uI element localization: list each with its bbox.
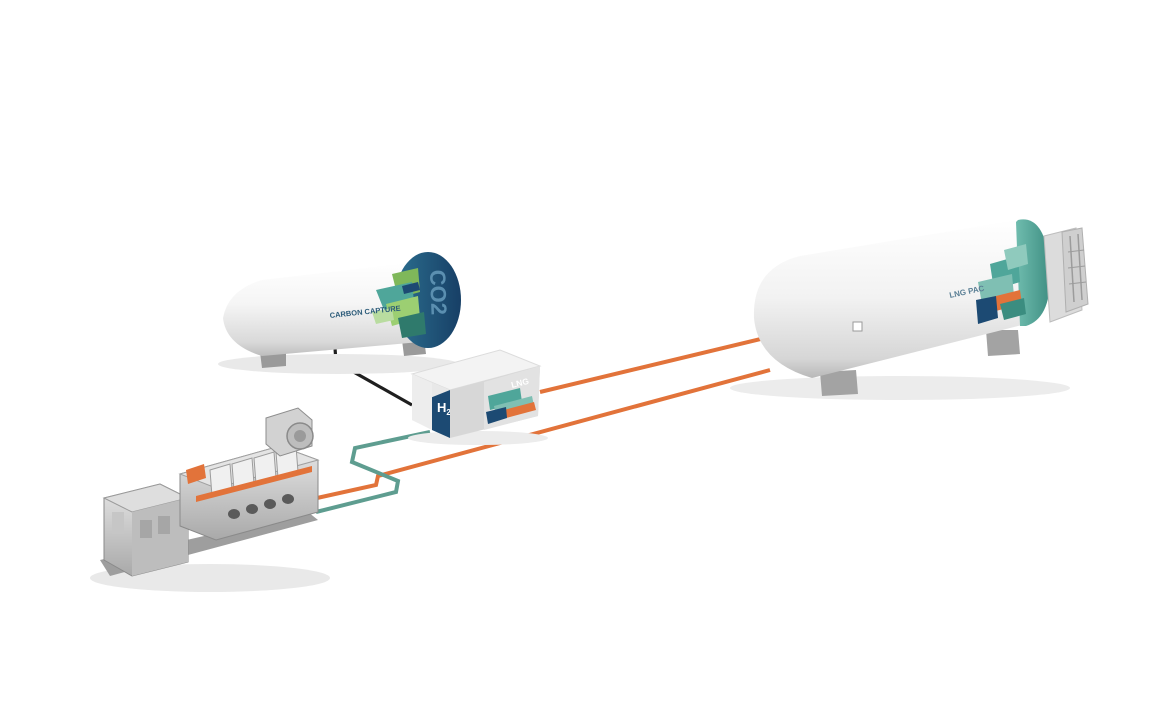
pipe-network: [307, 336, 771, 514]
lng-pac-coldbox: [1043, 227, 1089, 323]
turbocharger: [265, 407, 314, 457]
co2-label: CO2: [425, 269, 452, 315]
h2-label: H2: [437, 400, 451, 417]
h2-pipe: [315, 430, 431, 514]
fuel-pipe-lower: [307, 368, 771, 502]
lng-pac-tank: LNG PAC: [730, 218, 1089, 400]
fuel-conditioning-box: H2 LNG: [408, 349, 548, 445]
carbon-capture-tank: CARBON CAPTURE CO2: [218, 252, 461, 374]
carbon-capture-graphic: [372, 268, 426, 338]
lng-pac-graphic: [976, 244, 1028, 324]
cylinder-heads: [209, 445, 299, 497]
lng-box-label: LNG: [510, 376, 530, 390]
engine-generator-set: [90, 407, 330, 592]
fuel-pipe-upper: [539, 336, 766, 394]
lng-pac-badge: [852, 321, 863, 332]
inspection-covers: [228, 494, 294, 519]
